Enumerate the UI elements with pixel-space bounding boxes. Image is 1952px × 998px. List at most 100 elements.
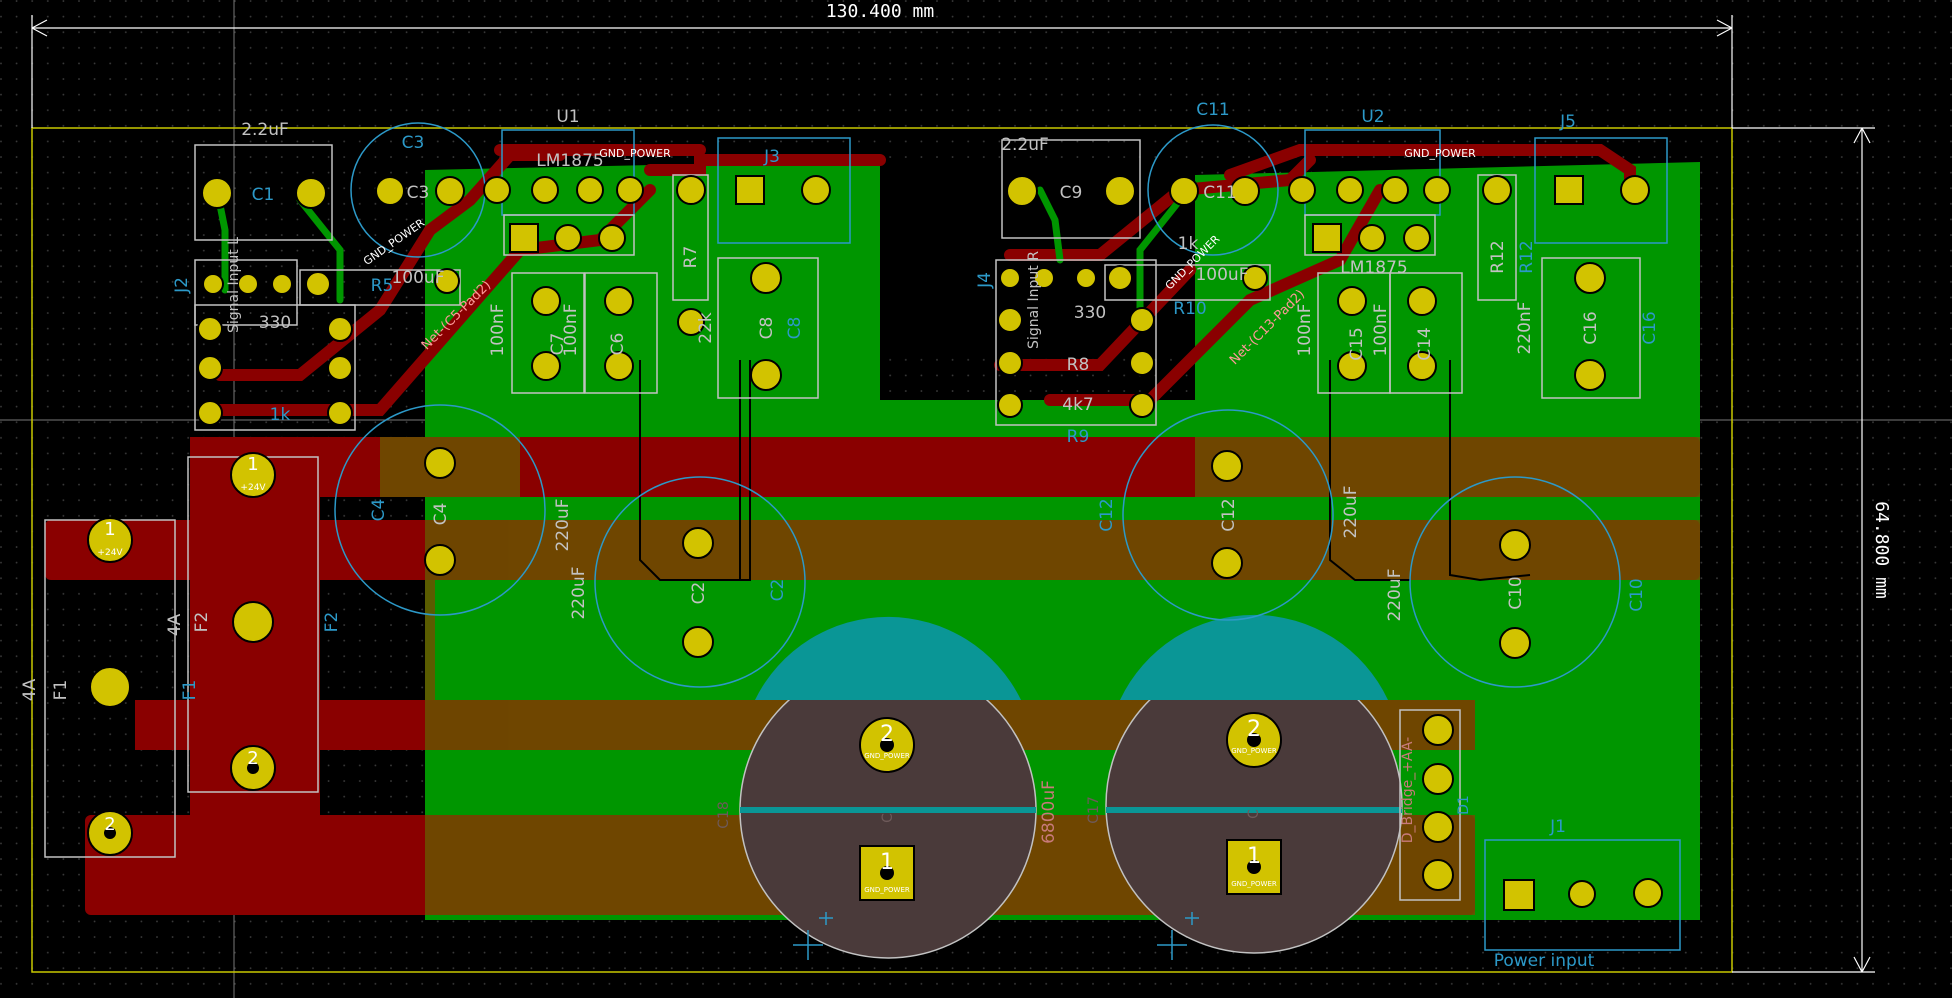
gnd-power-pad-b: GND_POWER <box>864 886 910 894</box>
r7-value-label: 22k <box>696 312 716 344</box>
f2-ref-label: F2 <box>192 612 212 633</box>
c2-ref-label: C2 <box>689 582 709 605</box>
bulk-cap-value-label: 6800uF <box>1039 780 1059 844</box>
f2-pin2-label: 2 <box>247 748 258 769</box>
c10-value-label: 220uF <box>1385 568 1405 621</box>
c18-pin2-label: 2 <box>880 722 894 747</box>
c18-pin1-label: 1 <box>880 850 894 875</box>
u1-part-label: LM1875 <box>536 151 603 171</box>
c9-ref-label: C9 <box>1060 183 1083 203</box>
c7-ref-label: C7 <box>548 333 568 356</box>
c11-ref-label: C11 <box>1203 183 1237 203</box>
r9-value-label: 4k7 <box>1062 395 1093 415</box>
c15-ref-label: C15 <box>1347 327 1367 361</box>
c12-ref-label: C12 <box>1097 498 1117 532</box>
d-bridge-label: D_Bridge_+AA- <box>1400 737 1416 843</box>
r7-ref-label: R7 <box>681 246 701 269</box>
origin-markers <box>793 912 1199 960</box>
c3-mid-label: C3 <box>407 183 430 203</box>
c17-pin2-label: 2 <box>1247 717 1261 742</box>
signal-input-r-label: Signal Input R <box>1026 251 1042 349</box>
trace-clearance-outlines <box>639 360 1531 582</box>
power-input-label: Power input <box>1494 951 1595 971</box>
r5-ref-label: R5 <box>371 276 394 296</box>
c9-value-label: 2.2uF <box>1001 135 1049 155</box>
j4-ref-label: J4 <box>975 272 995 289</box>
c3-value-label: 100uF <box>391 268 444 288</box>
c18-ref-label: C18 <box>716 801 732 829</box>
r-330-label: 330 <box>259 313 291 333</box>
dimension-height <box>1732 127 1875 973</box>
c14-value-label: 100nF <box>1371 303 1391 356</box>
width-dimension-label: 130.400 mm <box>826 1 934 22</box>
plus24v-label-a: +24V <box>240 483 266 493</box>
c1-value-label: 2.2uF <box>241 120 289 140</box>
back-copper-traces <box>213 186 1184 324</box>
c11-value-label: 100uF <box>1195 265 1248 285</box>
dimension-width <box>31 15 1733 128</box>
r8-ref-label: R8 <box>1067 355 1090 375</box>
f2-ref-label-b: F2 <box>322 612 342 633</box>
j5-ref-label: J5 <box>1559 112 1576 132</box>
gnd-power-pad-d: GND_POWER <box>1231 880 1277 888</box>
c3-top-label: C3 <box>402 133 425 153</box>
r12-ref-label: R12 <box>1488 240 1508 273</box>
j1-ref-label: J1 <box>1549 817 1566 837</box>
c17-ref-label: C17 <box>1086 796 1102 824</box>
r10-value-label: 1k <box>1178 234 1199 254</box>
u1-net-label: GND_POWER <box>599 147 671 160</box>
c12-ref-label-b: C12 <box>1219 498 1239 532</box>
c8-ref-label-b: C8 <box>785 317 805 340</box>
c16-ref-label-b: C16 <box>1640 311 1660 345</box>
f2-value-label: 4A <box>165 613 185 636</box>
c1-ref-label: C1 <box>252 185 275 205</box>
gnd-power-pad-c: GND_POWER <box>1231 747 1277 755</box>
c2-value-label: 220uF <box>569 566 589 619</box>
j2-ref-label: J2 <box>172 277 192 294</box>
c15-value-label: 100nF <box>1295 303 1315 356</box>
r10-ref-label: R10 <box>1173 299 1206 319</box>
c2-ref-label-b: C2 <box>768 579 788 602</box>
signal-input-l-label: Signal Input L <box>226 237 242 333</box>
f1-value-label: 4A <box>20 678 40 701</box>
c4-ref-label: C4 <box>369 499 389 522</box>
bulk-cap-ref-b: C <box>1246 809 1262 819</box>
r-330b-label: 330 <box>1074 303 1106 323</box>
u1-ref-label: U1 <box>556 107 579 127</box>
c4-ref-label-b: C4 <box>431 503 451 526</box>
c8-ref-label: C8 <box>757 317 777 340</box>
d1-ref-label: D1 <box>1456 795 1472 815</box>
plus24v-label-b: +24V <box>97 548 123 558</box>
c6-value-label: 100nF <box>561 303 581 356</box>
c12-value-label: 220uF <box>1341 485 1361 538</box>
f2-pin1-label: 1 <box>247 454 258 475</box>
height-dimension-label: 64.800 mm <box>1871 501 1892 599</box>
pad-drills <box>104 733 1261 880</box>
u2-part-label: LM1875 <box>1340 258 1407 278</box>
j3-ref-label: J3 <box>763 147 780 167</box>
u2-net-label: GND_POWER <box>1404 147 1476 160</box>
c16-ref-label: C16 <box>1581 311 1601 345</box>
bulk-cap-ref-a: C <box>880 813 896 823</box>
c17-pin1-label: 1 <box>1247 844 1261 869</box>
c6-ref-label: C6 <box>608 333 628 356</box>
bulk-capacitors <box>739 614 1403 959</box>
f1-pin1-label: 1 <box>104 519 115 540</box>
r12-value-label: 220nF <box>1515 301 1535 354</box>
c4-value-label: 220uF <box>553 498 573 551</box>
r9-ref-label: R9 <box>1067 427 1090 447</box>
c7-value-label: 100nF <box>488 303 508 356</box>
f1-ref-label: F1 <box>51 680 71 701</box>
c10-ref-label-b: C10 <box>1627 578 1647 612</box>
c11-top-label: C11 <box>1196 100 1230 120</box>
c14-ref-label: C14 <box>1415 327 1435 361</box>
c10-ref-label: C10 <box>1506 576 1526 610</box>
board-edge <box>31 127 1733 973</box>
r12-ref-label-b: R12 <box>1517 240 1537 273</box>
f1-ref-label-b: F1 <box>180 680 200 701</box>
f1-pin2-label: 2 <box>104 814 115 835</box>
r4-ref-label: 1k <box>270 405 291 425</box>
u2-ref-label: U2 <box>1361 107 1384 127</box>
